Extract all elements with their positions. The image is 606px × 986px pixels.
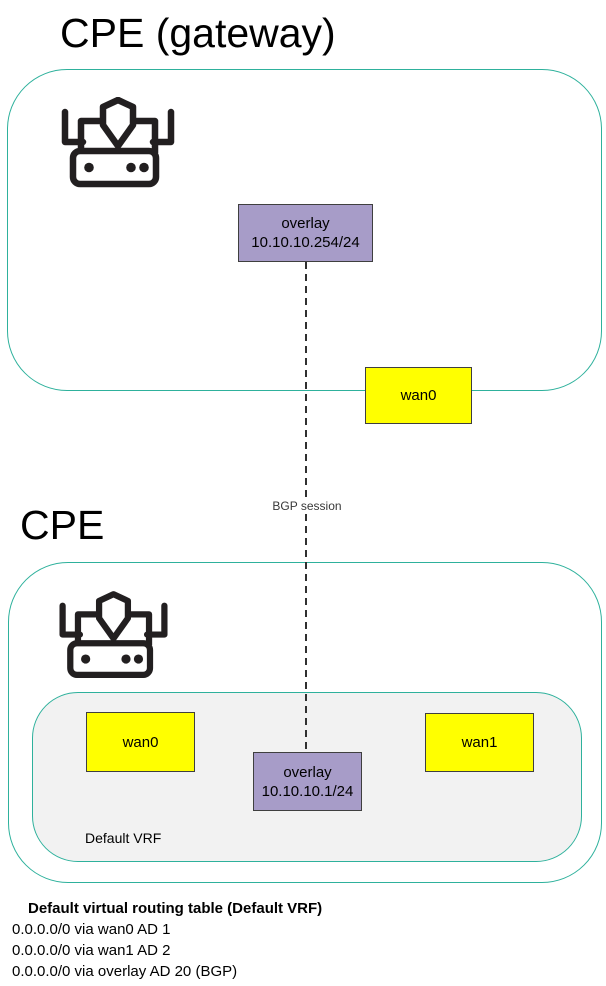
routing-table-heading: Default virtual routing table (Default V… bbox=[28, 900, 323, 917]
cpe-wan1-interface-box: wan1 bbox=[425, 713, 534, 772]
overlay-ip: 10.10.10.1/24 bbox=[261, 782, 354, 800]
gateway-router-icon bbox=[61, 97, 175, 188]
route-entry-wan1: 0.0.0.0/0 via wan1 AD 2 bbox=[12, 942, 171, 959]
gateway-overlay-interface-box: overlay 10.10.10.254/24 bbox=[238, 204, 373, 262]
cpe-overlay-interface-box: overlay 10.10.10.1/24 bbox=[253, 752, 362, 811]
default-vrf-label: Default VRF bbox=[85, 830, 162, 846]
overlay-name: overlay bbox=[283, 763, 332, 781]
route-entry-overlay: 0.0.0.0/0 via overlay AD 20 (BGP) bbox=[12, 963, 238, 980]
gateway-title: CPE (gateway) bbox=[60, 10, 336, 56]
cpe-wan0-interface-box: wan0 bbox=[86, 712, 195, 772]
route-entry-wan0: 0.0.0.0/0 via wan0 AD 1 bbox=[12, 921, 171, 938]
wan0-name: wan0 bbox=[400, 387, 437, 404]
gateway-zone bbox=[7, 69, 602, 391]
cpe-title: CPE bbox=[20, 502, 105, 548]
cpe-router-icon bbox=[59, 591, 168, 679]
wan0-name: wan0 bbox=[122, 733, 159, 751]
bgp-session-label: BGP session bbox=[269, 499, 345, 513]
wan1-name: wan1 bbox=[461, 734, 498, 751]
overlay-ip: 10.10.10.254/24 bbox=[251, 234, 360, 251]
overlay-name: overlay bbox=[281, 215, 330, 232]
gateway-wan0-interface-box: wan0 bbox=[365, 367, 472, 424]
